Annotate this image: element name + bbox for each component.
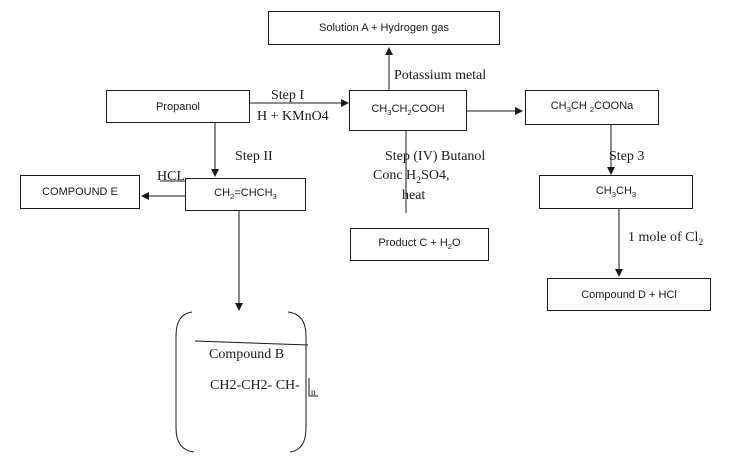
potassium-label: Potassium metal [394, 68, 487, 83]
propene-formula: CH2=CHCH3 [214, 187, 277, 202]
step4-conc-label: Conc H2SO4, [373, 168, 450, 186]
product-c-box: Product C + H2O [350, 228, 489, 261]
compound-d-text: Compound D + HCl [581, 288, 677, 301]
propene-box: CH2=CHCH3 [185, 178, 306, 211]
compound-b-strike-line [194, 340, 309, 346]
step2-label: Step II [235, 149, 273, 164]
step4-heat-label: heat [402, 188, 426, 203]
compound-e-text: COMPOUND E [42, 186, 118, 198]
propanoic-acid-box: CH3CH2COOH [349, 90, 467, 131]
polymer-bracket [308, 378, 318, 397]
propanol-box: Propanol [106, 90, 250, 123]
ethane-box: CH3CH3 [539, 175, 693, 209]
product-c-text: Product C + H2O [378, 237, 461, 252]
chlorine-label: 1 mole of Cl2 [628, 230, 704, 248]
sodium-propanoate-box: CH3CH 2COONa [525, 90, 659, 125]
polymer-formula: CH2-CH2- CH- [210, 378, 300, 393]
solution-a-text: Solution A + Hydrogen gas [319, 22, 449, 34]
step1-label: Step I [271, 88, 305, 103]
propanoic-acid-formula: CH3CH2COOH [371, 103, 445, 118]
propanol-text: Propanol [155, 100, 201, 113]
compound-d-box: Compound D + HCl [547, 278, 711, 311]
sodium-propanoate-formula: CH3CH 2COONa [550, 100, 634, 115]
ethane-formula: CH3CH3 [595, 184, 637, 200]
compound-b-bracket [175, 311, 307, 453]
compound-b-label: Compound B [209, 347, 285, 362]
step3-label: Step 3 [609, 149, 645, 164]
polymer-n-label: n [311, 387, 316, 397]
reagent1-label: H + KMnO4 [257, 109, 329, 124]
hcl-label: HCL [157, 169, 185, 184]
step4-label: Step (IV) Butanol [385, 149, 486, 164]
compound-e-box: COMPOUND E [20, 175, 140, 209]
solution-a-box: Solution A + Hydrogen gas [268, 11, 500, 45]
